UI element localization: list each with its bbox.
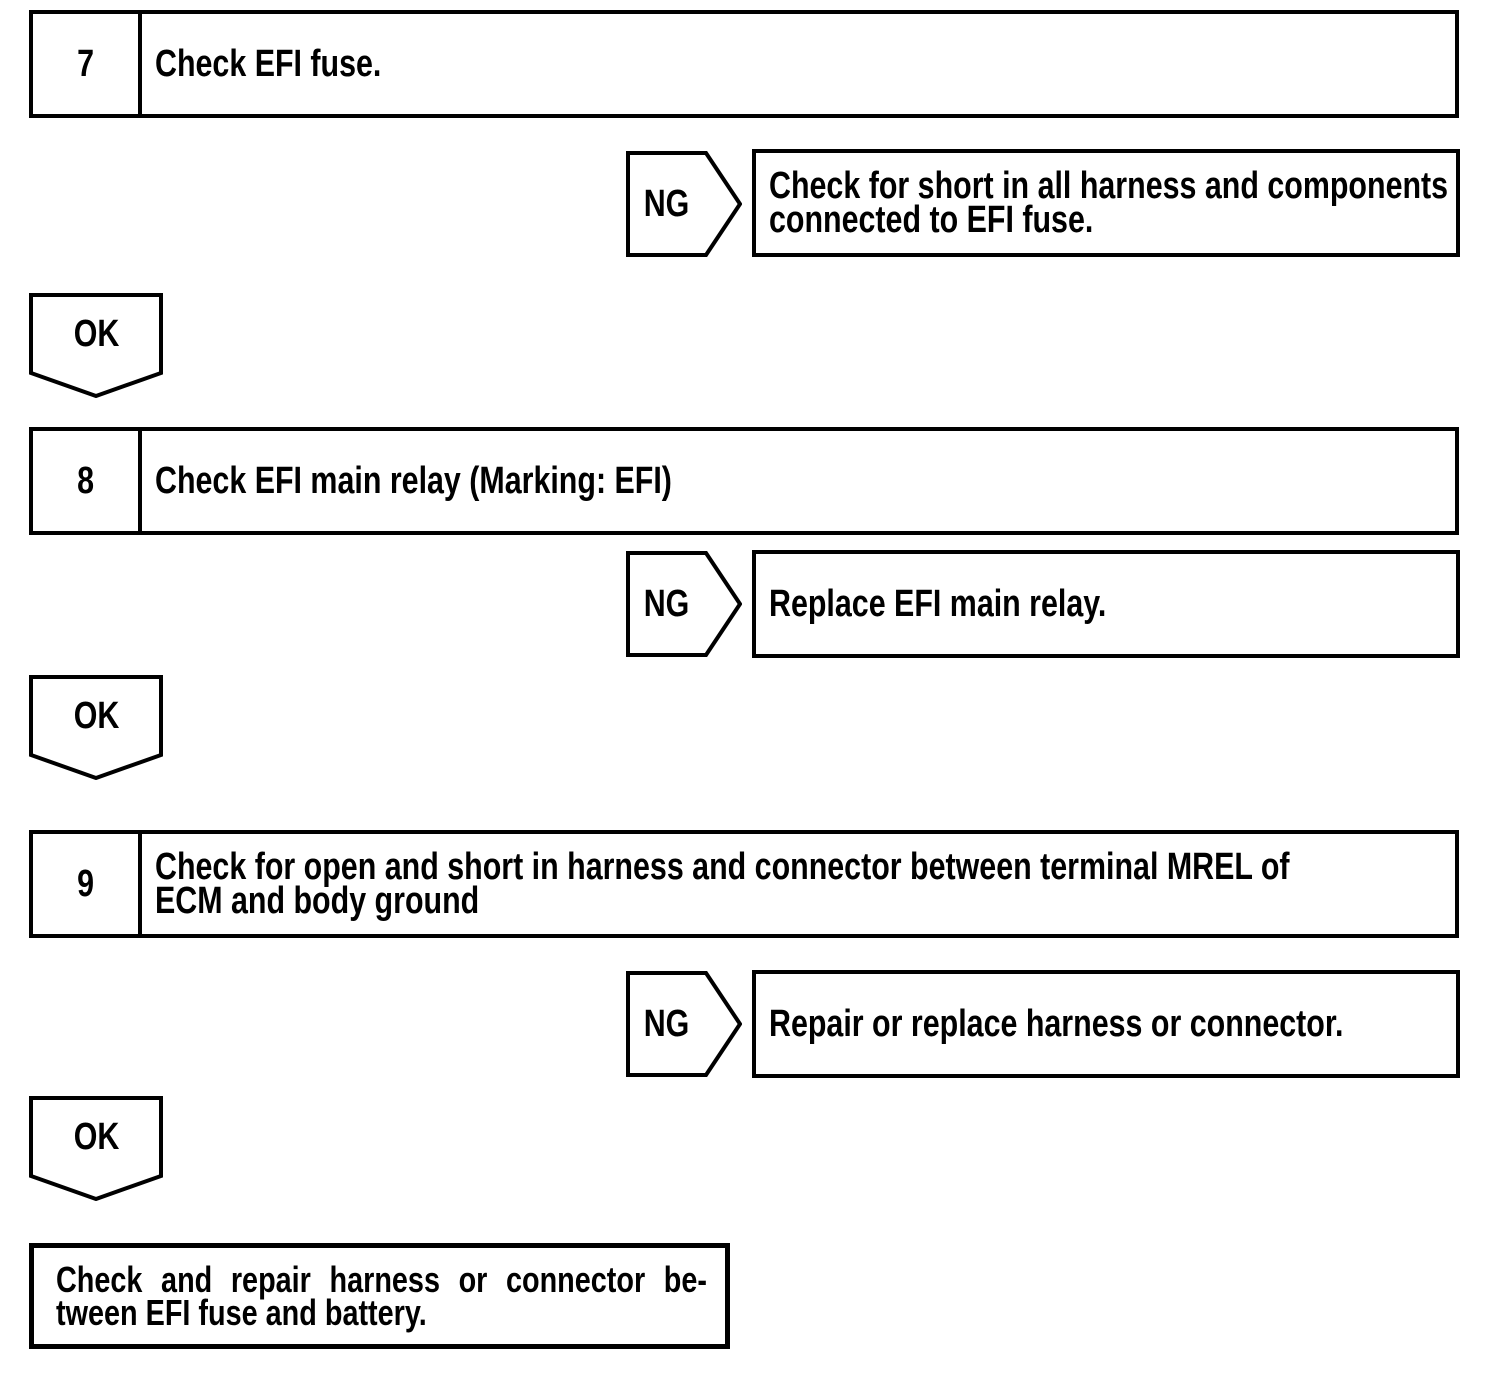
ng-label: NG — [643, 183, 690, 225]
conclusion-line: tween EFI fuse and battery. — [56, 1292, 427, 1333]
step-title-line: Check EFI fuse. — [155, 43, 382, 85]
step-8-ng-arrow-icon: NG — [626, 551, 742, 657]
ng-pentagon-icon — [626, 971, 742, 1077]
ng-result-line: Check for short in all harness and compo… — [769, 165, 1449, 207]
step-9-ng-result-box: Repair or replace harness or connector. — [752, 970, 1460, 1078]
step-number: 7 — [77, 43, 94, 85]
ok-pentagon-icon — [29, 293, 163, 398]
step-8-number-cell: 8 — [33, 431, 142, 531]
step-9-ok-arrow-icon: OK — [29, 1096, 163, 1201]
step-8-title: Check EFI main relay (Marking: EFI) — [142, 431, 1455, 531]
step-number: 9 — [77, 863, 94, 905]
conclusion-box: Check and repair harness or connector be… — [29, 1243, 730, 1349]
step-9-box: 9 Check for open and short in harness an… — [29, 830, 1459, 938]
step-7-ng-arrow-icon: NG — [626, 151, 742, 257]
step-title-line: ECM and body ground — [155, 880, 480, 922]
step-8-ok-arrow-icon: OK — [29, 675, 163, 780]
ok-pentagon-icon — [29, 1096, 163, 1201]
ok-label: OK — [73, 694, 119, 737]
step-title-line: Check for open and short in harness and … — [155, 846, 1290, 888]
step-7-ng-result-box: Check for short in all harness and compo… — [752, 149, 1460, 257]
ng-label: NG — [643, 1003, 690, 1045]
step-7-title: Check EFI fuse. — [142, 14, 1455, 114]
ok-label: OK — [73, 312, 119, 355]
step-9-number-cell: 9 — [33, 834, 142, 934]
conclusion-line: Check and repair harness or connector be… — [56, 1259, 707, 1300]
step-7-number-cell: 7 — [33, 14, 142, 114]
step-number: 8 — [77, 460, 94, 502]
step-9-title: Check for open and short in harness and … — [142, 834, 1455, 934]
ok-pentagon-icon — [29, 675, 163, 780]
ng-result-line: Repair or replace harness or connector. — [769, 1003, 1344, 1045]
ng-result-line: Replace EFI main relay. — [769, 583, 1107, 625]
ng-pentagon-icon — [626, 151, 742, 257]
step-8-box: 8 Check EFI main relay (Marking: EFI) — [29, 427, 1459, 535]
step-7-box: 7 Check EFI fuse. — [29, 10, 1459, 118]
ng-pentagon-icon — [626, 551, 742, 657]
ok-label: OK — [73, 1115, 119, 1158]
step-8-ng-result-box: Replace EFI main relay. — [752, 550, 1460, 658]
step-title-line: Check EFI main relay (Marking: EFI) — [155, 460, 672, 502]
step-9-ng-arrow-icon: NG — [626, 971, 742, 1077]
step-7-ok-arrow-icon: OK — [29, 293, 163, 398]
ng-label: NG — [643, 583, 690, 625]
ng-result-line: connected to EFI fuse. — [769, 199, 1094, 241]
